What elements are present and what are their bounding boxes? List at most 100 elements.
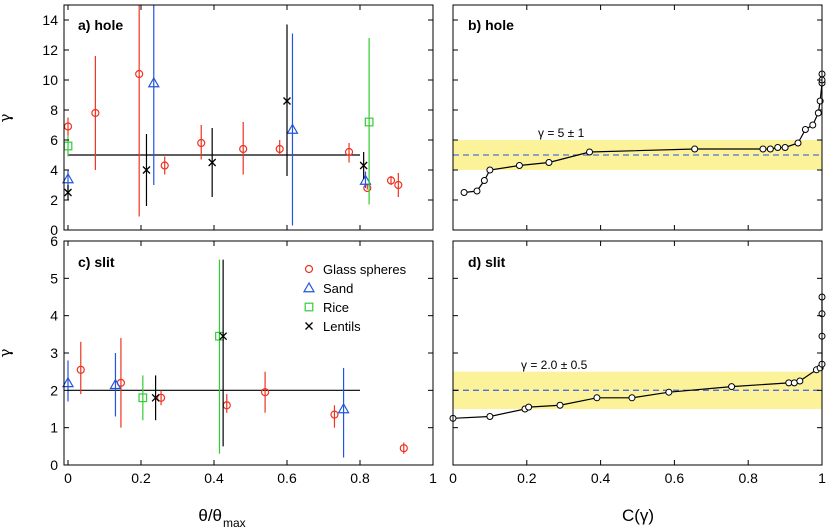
series-rice [63,38,374,205]
y-tick-label: 12 [42,42,58,58]
series-lentils [151,259,228,447]
data-point [208,158,217,167]
series-sand [61,5,372,226]
data-point [219,332,228,341]
cross-stroke [305,322,313,330]
x-axis-title-right: C(γ) [622,506,654,525]
y-tick-label: 0 [50,457,58,473]
data-point [386,176,396,185]
data-point [61,376,75,388]
data-point [109,378,122,390]
cross-stroke [219,332,228,341]
legend-label: Glass spheres [323,262,407,277]
legend-label: Rice [323,300,349,315]
y-axis-title-top: γ [0,113,14,122]
cdf-line [464,74,823,194]
band-label-d: γ = 2.0 ± 0.5 [521,358,588,372]
cross-stroke [142,166,151,174]
x-tick-label: 0.2 [131,470,151,486]
data-point [151,393,160,402]
cross-stroke [283,97,291,105]
x-tick-label: 0.6 [665,470,685,486]
data-point [525,403,533,411]
data-point [359,161,368,170]
data-point [480,177,488,184]
y-tick-label: 4 [50,308,58,324]
series-rice [138,259,224,454]
series-glass-spheres [63,5,403,217]
x-axis-title-left: θ/θ max [198,506,245,530]
panel-label-b: b) hole [468,17,514,33]
legend-label: Sand [323,281,353,296]
data-point [814,109,822,117]
x-tick-label: 1 [818,470,826,486]
x-tick-label: 0.8 [738,470,758,486]
data-point [142,166,151,174]
data-point [64,188,72,197]
cross-stroke [359,161,368,170]
data-point [399,444,408,453]
x-tick-label: 0 [64,470,72,486]
data-point [801,126,809,133]
panel-frame [452,240,823,466]
data-point [556,401,564,409]
legend-label: Lentils [323,319,361,334]
data-point [364,117,374,127]
cross-stroke [64,188,72,197]
data-point [91,108,100,118]
panel-label-d: d) slit [468,254,506,270]
x-tick-label: 0.8 [350,470,370,486]
data-point [394,180,403,190]
x-axis-title-sub: max [223,516,246,530]
data-point [586,148,594,156]
series-glass-spheres [76,338,408,454]
data-point [545,159,553,166]
panel-label-a: a) hole [78,17,123,33]
panel-frame [452,4,823,231]
series-lentils [64,24,368,206]
x-tick-label: 0.4 [204,470,224,486]
x-tick-label: 1 [429,470,437,486]
data-point [330,410,339,419]
data-point [460,189,468,196]
y-tick-label: 8 [50,102,58,118]
data-point [135,69,144,79]
data-point [76,365,85,374]
data-point [759,145,767,153]
data-point [337,402,350,414]
data-point [809,121,817,129]
legend-marker [304,264,314,274]
data-point [691,145,699,153]
panel-label-c: c) slit [78,254,115,270]
y-tick-label: 14 [42,12,58,28]
data-point [261,388,270,397]
data-point [781,144,789,151]
data-point [160,161,169,170]
data-point [486,412,494,420]
x-axis-title-main: θ/θ [198,506,222,525]
data-point [766,145,774,153]
data-point [774,144,782,151]
data-point [156,393,166,402]
data-point [197,138,206,148]
data-point [628,394,636,402]
x-tick-label: 0.4 [591,470,611,486]
data-point [275,144,284,154]
y-tick-label: 0 [50,222,58,238]
y-tick-label: 2 [50,192,58,208]
y-tick-label: 10 [42,72,58,88]
y-tick-label: 5 [50,270,58,286]
data-point [794,139,802,147]
x-tick-label: 0.2 [517,470,537,486]
series-sand [61,353,350,458]
data-point [593,394,601,402]
y-tick-label: 1 [50,420,58,436]
x-tick-label: 0.6 [277,470,297,486]
panel-frame [63,4,434,231]
y-tick-label: 3 [50,345,58,361]
